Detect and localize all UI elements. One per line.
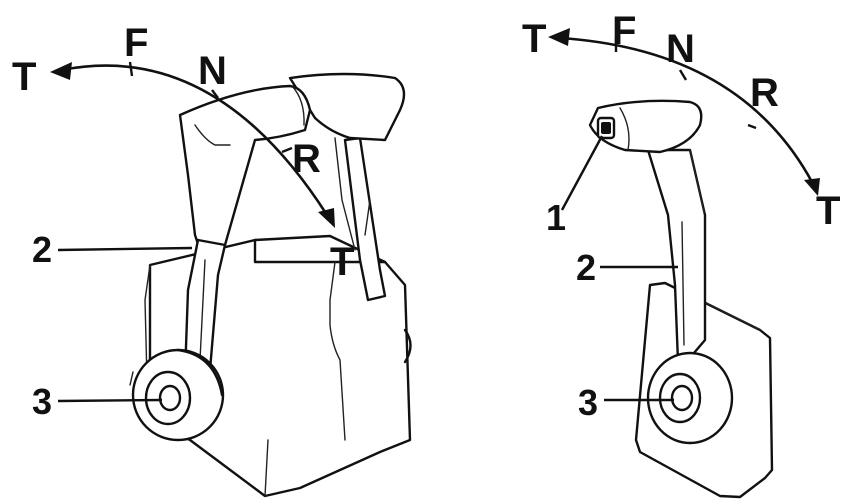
right-hub-center-bolt — [670, 384, 694, 412]
left-front-lever — [129, 84, 312, 442]
callout-number: 2 — [32, 229, 52, 270]
left-callout-3: 3 — [32, 381, 163, 422]
right-callout-2: 2 — [576, 247, 678, 288]
right-position-label: N — [666, 27, 695, 71]
right-callout-1: 1 — [546, 135, 604, 238]
left-position-label: R — [292, 137, 321, 181]
left-position-label: T — [12, 55, 36, 99]
right-lever-handle — [588, 99, 703, 154]
callout-number: 3 — [32, 381, 52, 422]
left-callout-2: 2 — [32, 229, 193, 270]
left-rear-lever — [288, 72, 406, 302]
right-lever-hub — [646, 351, 734, 445]
left-travel-arc — [50, 61, 335, 228]
callout-number: 3 — [578, 382, 598, 423]
callout-number: 2 — [576, 247, 596, 288]
left-hub-center-bolt — [158, 384, 182, 412]
right-position-label: T — [522, 17, 546, 61]
right-position-label: R — [750, 71, 779, 115]
callout-number: 1 — [546, 197, 566, 238]
right-position-label: T — [816, 189, 840, 233]
left-position-label: F — [124, 21, 148, 65]
right-position-label: F — [612, 9, 636, 53]
single-lever-control-illustration: T F N R T 1 2 3 — [522, 9, 840, 499]
right-travel-arc — [548, 28, 820, 196]
left-position-label: N — [198, 49, 227, 93]
right-callout-3: 3 — [578, 382, 674, 423]
left-position-label: T — [330, 240, 354, 284]
dual-lever-control-illustration: T F N R T 2 3 — [12, 21, 412, 498]
